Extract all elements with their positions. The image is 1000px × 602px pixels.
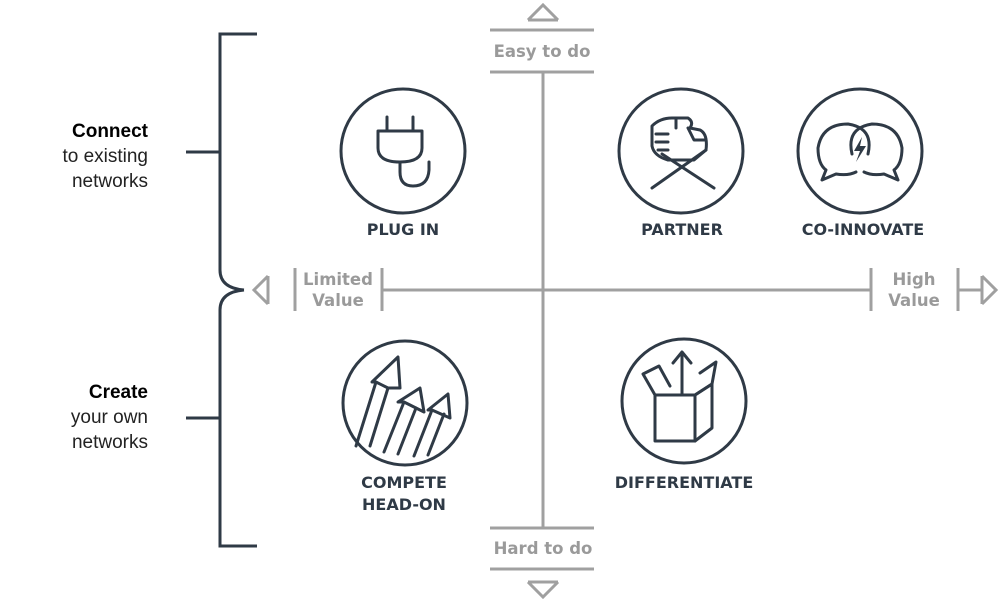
compete-label-line2: HEAD-ON [362, 495, 446, 514]
handshake-icon [617, 87, 745, 215]
axis-label-left-line1: Limited [303, 270, 373, 289]
plug-icon [339, 87, 467, 215]
compete-item: COMPETE HEAD-ON [341, 339, 469, 514]
vertical-axis [490, 2, 594, 600]
connect-line1: to existing [62, 146, 148, 167]
speech-bubbles-icon [796, 87, 924, 215]
create-title: Create [89, 382, 148, 403]
create-bracket [186, 288, 257, 548]
axis-label-bottom: Hard to do [494, 539, 593, 558]
left-arrow-icon [251, 274, 270, 306]
arrows-up-icon [341, 339, 469, 467]
plug-in-item: PLUG IN [339, 87, 467, 239]
connect-bracket [186, 32, 257, 292]
co-innovate-label: CO-INNOVATE [802, 220, 924, 239]
co-innovate-item: CO-INNOVATE [796, 87, 924, 239]
partner-item: PARTNER [617, 87, 745, 239]
compete-label-line1: COMPETE [361, 473, 447, 492]
horizontal-axis [251, 268, 999, 311]
create-line2: networks [72, 432, 148, 453]
top-arrow-icon [526, 2, 560, 22]
axis-label-right-line1: High [892, 270, 935, 289]
open-box-icon [620, 337, 748, 465]
create-line1: your own [71, 407, 148, 428]
connect-line2: networks [72, 171, 148, 192]
partner-label: PARTNER [641, 220, 723, 239]
differentiate-item: DIFFERENTIATE [615, 337, 754, 492]
connect-title: Connect [72, 121, 149, 142]
right-arrow-icon [980, 274, 999, 306]
axis-label-left-line2: Value [312, 291, 364, 310]
axis-label-right-line2: Value [888, 291, 940, 310]
bottom-arrow-icon [526, 580, 560, 600]
axis-label-top: Easy to do [494, 42, 591, 61]
differentiate-label: DIFFERENTIATE [615, 473, 754, 492]
lightning-icon [854, 137, 866, 162]
plug-in-label: PLUG IN [367, 220, 439, 239]
